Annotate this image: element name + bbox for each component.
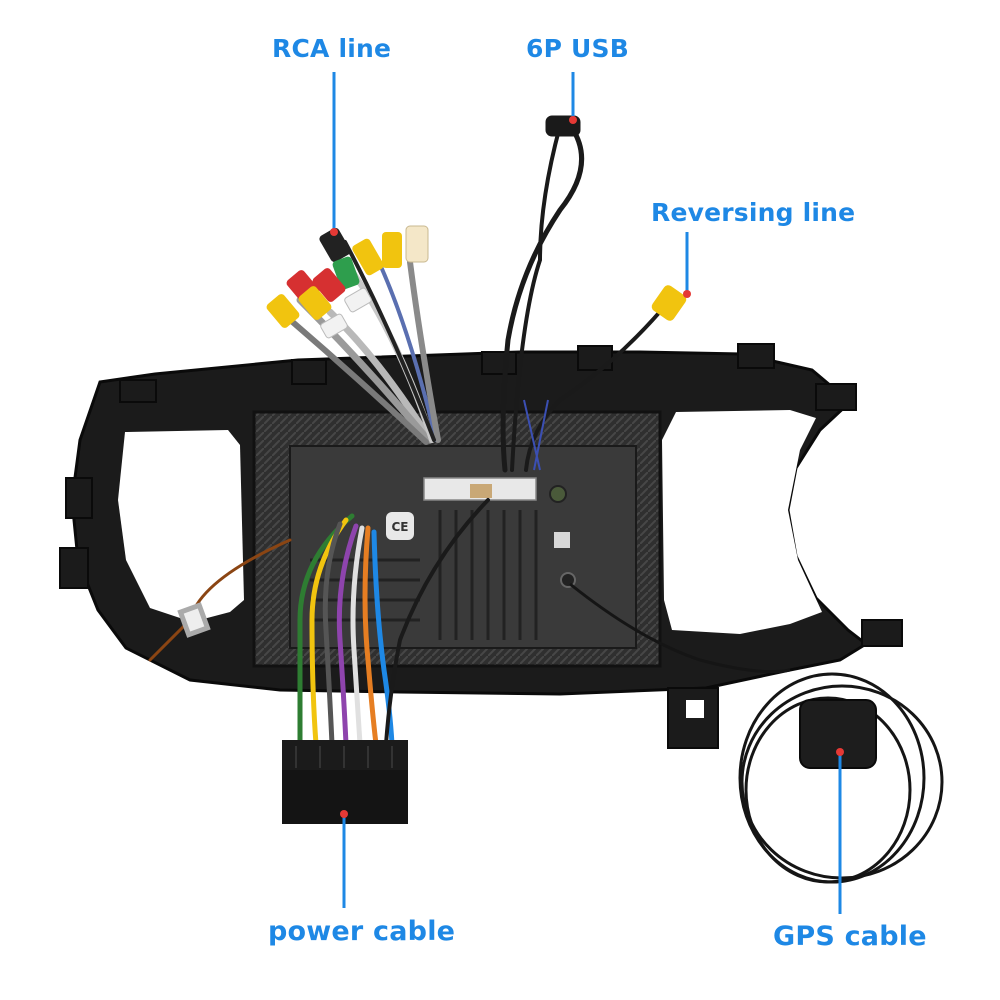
head-unit: CE xyxy=(252,410,662,668)
reversing-line-label: Reversing line xyxy=(651,198,856,227)
reversing-marker-dot xyxy=(683,290,691,298)
gps-cable xyxy=(569,582,944,884)
callout-markers xyxy=(330,116,844,818)
power-harness xyxy=(148,498,490,747)
rca-cable-bundle xyxy=(266,225,441,445)
usb-marker-dot xyxy=(569,116,577,124)
power-marker-dot xyxy=(340,810,348,818)
gps-port xyxy=(554,532,570,548)
gps-marker-dot xyxy=(836,748,844,756)
rca-line-label: RCA line xyxy=(272,34,392,63)
ce-mark-icon: CE xyxy=(386,512,414,540)
gps-cable-label: GPS cable xyxy=(773,921,927,952)
usb-6p-label: 6P USB xyxy=(526,34,629,63)
reversing-cable xyxy=(523,285,687,472)
rca-marker-dot xyxy=(330,228,338,236)
callout-leaders xyxy=(332,72,842,914)
svg-text:CE: CE xyxy=(391,520,408,534)
power-cable-label: power cable xyxy=(268,916,456,947)
usb-cable xyxy=(500,115,585,473)
gps-antenna xyxy=(799,699,877,769)
antenna-port xyxy=(549,485,567,503)
